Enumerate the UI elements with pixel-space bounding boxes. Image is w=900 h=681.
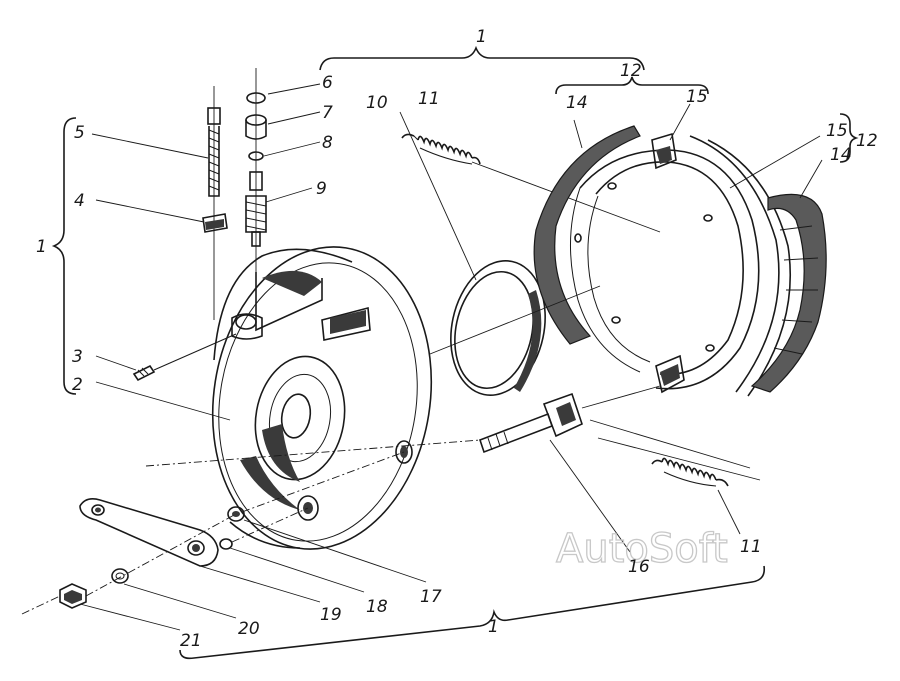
- brake-lever: [79, 498, 219, 567]
- bolt-small: [132, 333, 237, 382]
- washer-top: [246, 92, 266, 104]
- callout-shoe-group-right: 12: [856, 131, 878, 151]
- callout-8: 8: [322, 133, 333, 153]
- leader-lines: [21, 83, 823, 631]
- watermark: AutoSoft: [556, 526, 728, 572]
- washer-small: [248, 151, 264, 161]
- return-spring-top: [401, 133, 661, 233]
- washer-ring: [219, 538, 233, 550]
- callout-shoe-group-top: 12: [620, 61, 642, 81]
- callout-16: 16: [628, 557, 650, 577]
- expander-cam: [478, 385, 661, 454]
- callout-assembly-left: 1: [36, 237, 47, 257]
- callout-11-bottom: 11: [740, 537, 762, 557]
- bracket-assembly-top: [319, 45, 645, 71]
- callout-15-right: 15: [826, 121, 848, 141]
- brake-shoe-right: [689, 135, 827, 397]
- callout-11-top: 11: [418, 89, 440, 109]
- callout-20: 20: [238, 619, 260, 639]
- callout-3: 3: [72, 347, 83, 367]
- callout-assembly-top: 1: [476, 27, 487, 47]
- bracket-shoe-group-right: [839, 113, 859, 163]
- return-spring-bottom: [589, 419, 761, 487]
- bushing: [245, 114, 267, 140]
- bracket-assembly-left: [51, 117, 77, 395]
- callout-7: 7: [322, 103, 333, 123]
- callout-19: 19: [320, 605, 342, 625]
- callout-9: 9: [316, 179, 327, 199]
- callout-6: 6: [322, 73, 333, 93]
- callout-18: 18: [366, 597, 388, 617]
- adjusting-bolt: [207, 86, 221, 320]
- adjusting-screw: [245, 171, 267, 247]
- callout-10: 10: [366, 93, 388, 113]
- seal-ring: [450, 260, 546, 396]
- callout-14-left: 14: [566, 93, 588, 113]
- bracket-assembly-bottom: [179, 565, 766, 660]
- callout-14-right: 14: [830, 145, 852, 165]
- callout-21: 21: [180, 631, 202, 651]
- bracket-shoe-group-top: [555, 76, 709, 95]
- callout-2: 2: [72, 375, 83, 395]
- backing-plate: [211, 246, 433, 550]
- callout-5: 5: [74, 123, 85, 143]
- callout-17: 17: [420, 587, 442, 607]
- callout-15-top: 15: [686, 87, 708, 107]
- brake-shoe-left: [533, 125, 760, 394]
- nut-fitting: [227, 506, 245, 522]
- spring-washer: [111, 568, 129, 584]
- hex-nut: [59, 583, 87, 609]
- callout-assembly-bottom: 1: [488, 617, 499, 637]
- callout-4: 4: [74, 191, 85, 211]
- locknut: [202, 213, 228, 233]
